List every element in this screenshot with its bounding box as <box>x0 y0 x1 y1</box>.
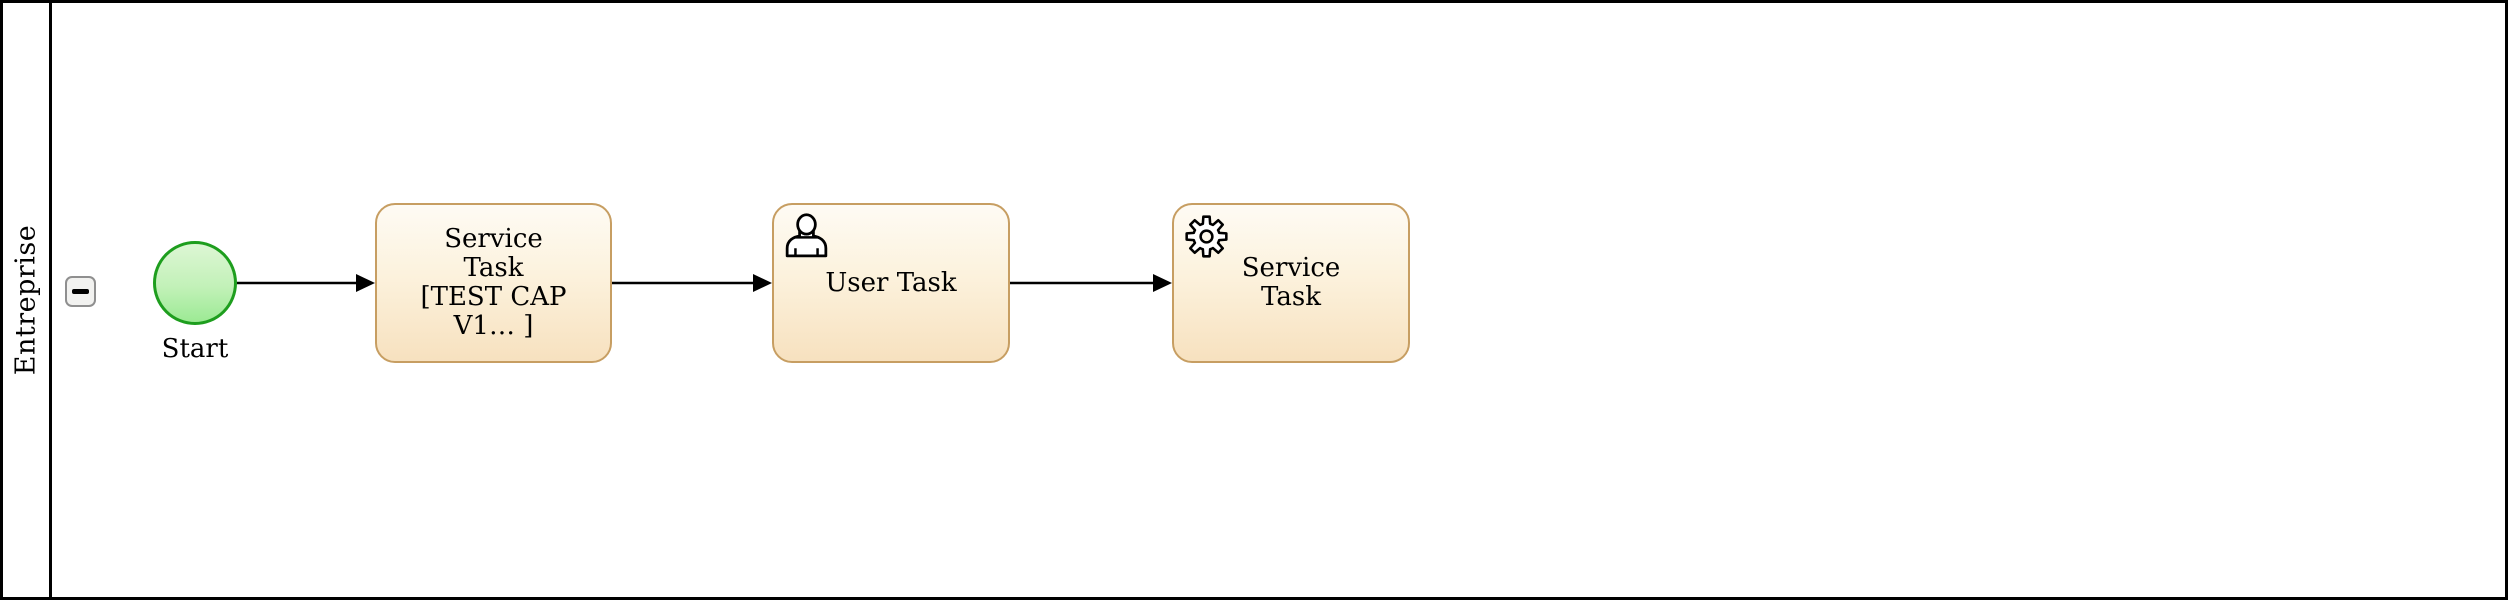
start-event[interactable] <box>153 241 237 325</box>
task-label: Service Task <box>1241 253 1341 312</box>
lane-collapse-button[interactable] <box>65 276 96 307</box>
lane-header[interactable]: Entreprise <box>3 3 52 597</box>
sequence-flows <box>237 274 1172 292</box>
user-icon <box>783 213 830 260</box>
lane-body: Start Service Task [TEST CAP V1… ] User … <box>55 3 2505 597</box>
start-event-label: Start <box>161 334 229 364</box>
sequence-flow-start-to-task1[interactable] <box>237 274 375 292</box>
arrowhead-icon <box>356 274 375 292</box>
user-task[interactable]: User Task <box>772 203 1010 363</box>
arrowhead-icon <box>1153 274 1172 292</box>
arrowhead-icon <box>753 274 772 292</box>
service-task-1[interactable]: Service Task [TEST CAP V1… ] <box>375 203 612 363</box>
sequence-flow-task2-to-task3[interactable] <box>1010 274 1172 292</box>
task-label: User Task <box>825 267 957 298</box>
minus-icon <box>72 289 89 294</box>
lane-label: Entreprise <box>10 224 42 376</box>
task-label: Service Task [TEST CAP V1… ] <box>420 224 567 341</box>
service-task-2[interactable]: Service Task <box>1172 203 1410 363</box>
gear-icon <box>1183 213 1230 260</box>
sequence-flow-task1-to-task2[interactable] <box>612 274 772 292</box>
